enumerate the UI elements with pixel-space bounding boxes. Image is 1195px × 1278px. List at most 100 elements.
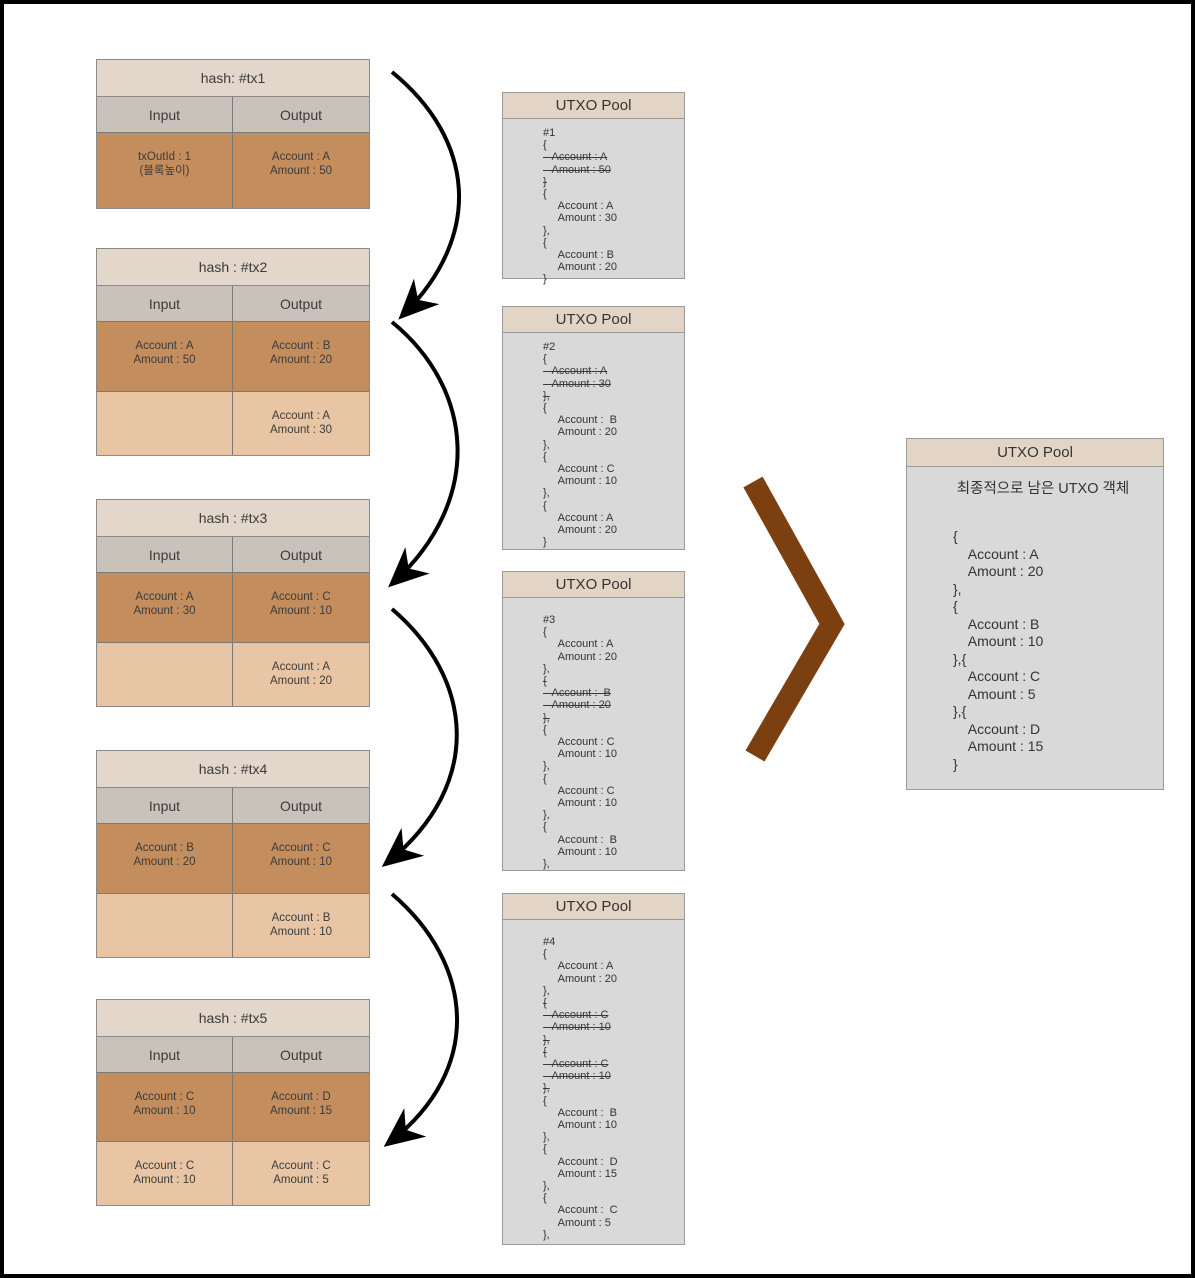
pool-line: { xyxy=(953,528,958,544)
pool-line: Account : B xyxy=(543,687,611,700)
pool-line: }, xyxy=(543,1180,550,1193)
pool-line: Account : C xyxy=(953,668,1041,684)
pool-line: { xyxy=(543,236,547,249)
pool-header: UTXO Pool xyxy=(503,307,684,333)
chevron-arrow xyxy=(743,476,845,762)
pool-line: Amount : 20 xyxy=(543,972,617,985)
tx-output-cell: Account : C Amount : 5 xyxy=(271,1160,331,1186)
pool-line: }, xyxy=(543,224,550,237)
tx-row: Account : B Amount : 10 xyxy=(97,893,369,957)
tx-row: Account : A Amount : 30 xyxy=(97,391,369,455)
pool-line: } xyxy=(543,536,547,549)
pool-line: Amount : 20 xyxy=(543,426,617,439)
utxo-pool-4[interactable]: UTXO Pool #4 { Account : A Amount : 20 }… xyxy=(502,893,685,1245)
pool-line: { xyxy=(543,188,547,201)
tx-column-headers: Input Output xyxy=(97,537,369,573)
tx-block-3[interactable]: hash : #tx3 Input Output Account : A Amo… xyxy=(96,499,370,707)
pool-line: Amount : 15 xyxy=(953,738,1044,754)
pool-line: Amount : 20 xyxy=(543,650,617,663)
tx-col-output: Output xyxy=(279,107,323,123)
tx-block-4[interactable]: hash : #tx4 Input Output Account : B Amo… xyxy=(96,750,370,958)
tx-row: Account : B Amount : 20 Account : C Amou… xyxy=(97,824,369,893)
pool-line: Amount : 10 xyxy=(953,633,1044,649)
pool-header: UTXO Pool xyxy=(503,894,684,920)
pool-line: Account : C xyxy=(543,1204,618,1217)
tx-output-cell: Account : A Amount : 20 xyxy=(269,661,332,687)
pool-line: Account : B xyxy=(543,833,617,846)
final-pool-caption: 최종적으로 남은 UTXO 객체 xyxy=(956,481,1130,497)
pool-line: { xyxy=(543,626,547,639)
tx-col-output: Output xyxy=(279,1047,323,1063)
pool-line: Amount : 30 xyxy=(543,377,611,390)
utxo-pool-3[interactable]: UTXO Pool #3 { Account : A Amount : 20 }… xyxy=(502,571,685,871)
pool-line: Amount : 10 xyxy=(543,1119,617,1132)
pool-line: }, xyxy=(543,984,550,997)
tx-hash-label: hash : #tx2 xyxy=(97,249,369,286)
tx-output-cell: Account : C Amount : 10 xyxy=(269,591,332,617)
tx-row: Account : C Amount : 10 Account : C Amou… xyxy=(97,1141,369,1205)
pool-line: Amount : 50 xyxy=(543,163,611,176)
utxo-pool-2[interactable]: UTXO Pool #2 { Account : A Amount : 30 }… xyxy=(502,306,685,550)
pool-line: { xyxy=(543,499,547,512)
tx-col-output: Output xyxy=(279,296,323,312)
tx-output-cell: Account : D Amount : 15 xyxy=(269,1091,332,1117)
pool-line: Amount : 10 xyxy=(543,1021,611,1034)
tx-block-1[interactable]: hash: #tx1 Input Output txOutId : 1 (블록높… xyxy=(96,59,370,209)
pool-line: Account : C xyxy=(543,463,615,476)
tx-block-5[interactable]: hash : #tx5 Input Output Account : C Amo… xyxy=(96,999,370,1206)
utxo-pool-1[interactable]: UTXO Pool #1 { Account : A Amount : 50 }… xyxy=(502,92,685,285)
tx-row: Account : C Amount : 10 Account : D Amou… xyxy=(97,1073,369,1141)
pool-line: { xyxy=(543,1045,547,1058)
pool-line: Account : A xyxy=(543,638,614,651)
tx-hash-label: hash : #tx3 xyxy=(97,500,369,537)
tx-hash-label: hash : #tx4 xyxy=(97,751,369,788)
pool-line: }, xyxy=(543,1131,550,1144)
pool-body: #4 { Account : A Amount : 20 }, { Accoun… xyxy=(503,920,684,1249)
tx-col-input: Input xyxy=(97,97,233,132)
pool-line: { xyxy=(543,450,547,463)
pool-line: { xyxy=(543,821,547,834)
pool-line: Account : D xyxy=(953,720,1041,737)
pool-line: Account : A xyxy=(543,511,614,524)
pool-header: UTXO Pool xyxy=(503,93,684,119)
pool-line: Account : B xyxy=(543,1106,617,1119)
pool-line: Account : A xyxy=(543,151,608,164)
arrow-tx4-to-pool4 xyxy=(383,892,459,1147)
pool-line: Amount : 5 xyxy=(953,685,1036,702)
pool-line: }, xyxy=(543,662,550,675)
tx-col-input: Input xyxy=(97,1037,233,1072)
tx-col-output: Output xyxy=(279,798,323,814)
tx-column-headers: Input Output xyxy=(97,788,369,824)
arrow-tx3-to-pool3 xyxy=(381,607,459,868)
pool-line: Amount : 10 xyxy=(543,748,617,761)
tx-input-cell xyxy=(97,894,233,957)
utxo-pool-final[interactable]: UTXO Pool 최종적으로 남은 UTXO 객체 { Account : A… xyxy=(906,438,1164,790)
pool-body: #2 { Account : A Amount : 30 }, { Accoun… xyxy=(503,333,684,556)
pool-line: }, xyxy=(953,580,962,597)
tx-output-cell: Account : C Amount : 10 xyxy=(269,842,332,868)
tx-input-cell: Account : B Amount : 20 xyxy=(97,824,233,893)
tx-input-cell: Account : A Amount : 50 xyxy=(97,322,233,391)
pool-line: { xyxy=(543,353,547,366)
pool-line: Amount : 5 xyxy=(543,1216,611,1229)
tx-col-input: Input xyxy=(97,788,233,823)
pool-line: }, xyxy=(543,1082,550,1095)
pool-line: } xyxy=(543,273,547,286)
pool-line: #3 xyxy=(543,614,556,626)
pool-line: #2 xyxy=(543,341,556,353)
pool-line: }, xyxy=(543,858,550,871)
tx-row: Account : A Amount : 20 xyxy=(97,642,369,706)
tx-input-cell: txOutId : 1 (블록높이) xyxy=(97,133,233,208)
pool-line: Account : C xyxy=(543,784,615,797)
pool-line: { xyxy=(543,723,547,736)
pool-line: Amount : 30 xyxy=(543,212,617,225)
pool-line: }, xyxy=(543,438,550,451)
pool-line: }, xyxy=(543,1228,550,1241)
tx-input-cell: Account : A Amount : 30 xyxy=(97,573,233,642)
pool-line: }, xyxy=(543,760,550,773)
pool-line: Amount : 10 xyxy=(543,1070,611,1083)
tx-block-2[interactable]: hash : #tx2 Input Output Account : A Amo… xyxy=(96,248,370,456)
tx-output-cell: Account : A Amount : 30 xyxy=(269,410,332,436)
tx-col-output: Output xyxy=(279,547,323,563)
